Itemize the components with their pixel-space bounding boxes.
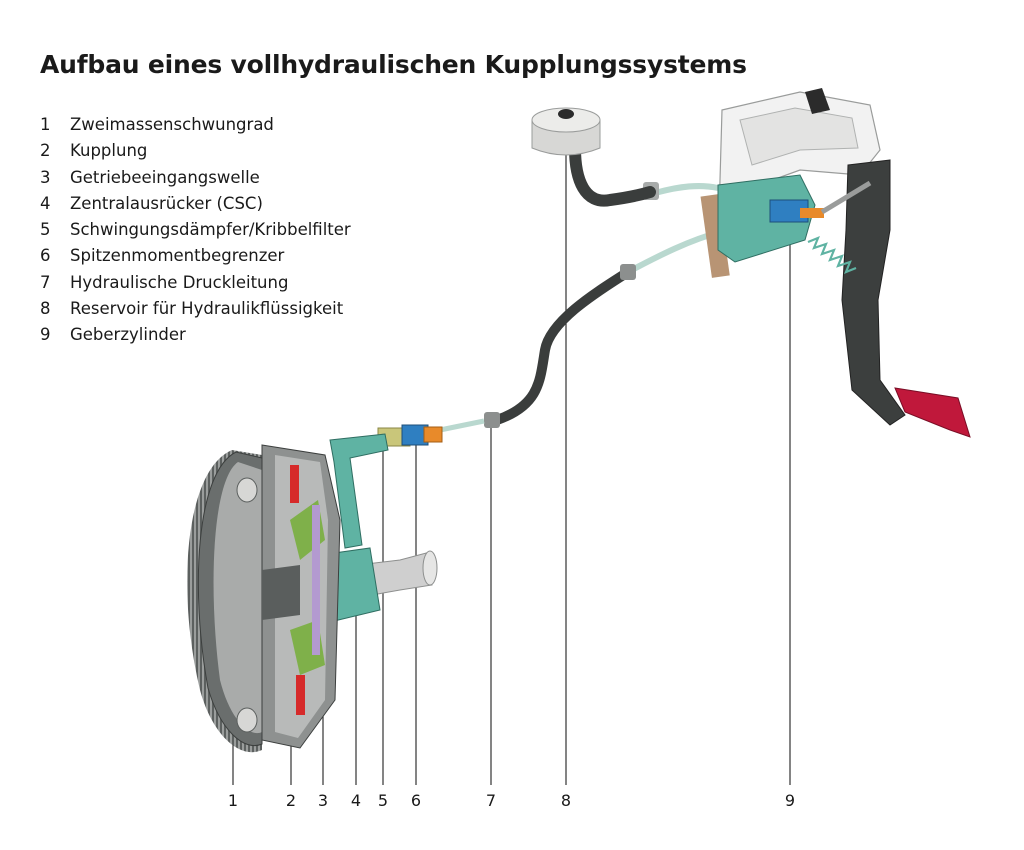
legend-number: 1 — [40, 115, 51, 134]
callout-number: 3 — [317, 791, 329, 810]
callout-number: 6 — [410, 791, 422, 810]
legend-number: 9 — [40, 325, 51, 345]
legend-item: 9 Geberzylinder — [40, 322, 351, 348]
pedal-bracket — [700, 88, 881, 278]
callout-number: 8 — [560, 791, 572, 810]
legend-item: 1 Zweimassenschwungrad — [40, 112, 351, 138]
legend-number: 7 — [40, 272, 51, 292]
supply-hose — [626, 229, 721, 275]
clutch-assembly — [261, 444, 341, 749]
legend-label: Hydraulische Druckleitung — [70, 272, 289, 292]
master-cylinder — [717, 174, 872, 263]
pedal-pad — [894, 387, 971, 438]
reservoir-hose — [569, 142, 656, 207]
legend-item: 3 Getriebeeingangswelle — [40, 165, 351, 191]
release-hose — [439, 418, 485, 433]
legend-label: Geberzylinder — [70, 325, 186, 345]
legend-item: 2 Kupplung — [40, 138, 351, 164]
callout-number: 9 — [784, 791, 796, 810]
legend-number: 6 — [40, 246, 51, 266]
legend-number: 3 — [40, 167, 51, 187]
legend-label: Kupplung — [70, 141, 148, 161]
legend-label: Zentralausrücker (CSC) — [70, 193, 263, 213]
damper-spring-upper — [290, 465, 299, 503]
hydraulic-pressure-line — [492, 267, 633, 425]
clutch-pedal — [841, 159, 906, 426]
callout-number: 2 — [285, 791, 297, 810]
callout-number: 1 — [227, 791, 239, 810]
legend-item: 8 Reservoir für Hydraulikflüssigkeit — [40, 296, 351, 322]
legend-label: Reservoir für Hydraulikflüssigkeit — [70, 299, 344, 319]
legend-number: 8 — [40, 299, 51, 319]
line-coupling-upper — [620, 264, 636, 280]
callout-number: 4 — [350, 791, 362, 810]
fluid-reservoir — [531, 107, 601, 156]
legend-item: 5 Schwingungsdämpfer/Kribbelfilter — [40, 217, 351, 243]
callout-number: 5 — [377, 791, 389, 810]
callout-number: 7 — [485, 791, 497, 810]
return-hose — [654, 182, 719, 196]
page-title: Aufbau eines vollhydraulischen Kupplungs… — [40, 50, 747, 79]
return-spring — [807, 236, 857, 274]
legend-label: Schwingungsdämpfer/Kribbelfilter — [70, 220, 351, 240]
damper-spring-lower — [296, 675, 305, 715]
legend-number: 2 — [40, 141, 51, 161]
legend-item: 6 Spitzenmomentbegrenzer — [40, 243, 351, 269]
legend-label: Getriebeeingangswelle — [70, 167, 260, 187]
legend-number: 4 — [40, 193, 51, 213]
legend-label: Zweimassenschwungrad — [70, 115, 274, 134]
damper-and-limiter — [377, 424, 443, 447]
line-coupling-lower — [484, 412, 500, 428]
dual-mass-flywheel — [187, 450, 263, 753]
legend-item: 4 Zentralausrücker (CSC) — [40, 191, 351, 217]
firewall-seal — [700, 194, 730, 278]
component-legend: 1 Zweimassenschwungrad 2 Kupplung 3 Getrieb… — [40, 112, 351, 349]
csc-release-arm — [329, 433, 389, 549]
legend-number: 5 — [40, 220, 51, 240]
legend-item: 7 Hydraulische Druckleitung — [40, 270, 351, 296]
legend-label: Spitzenmomentbegrenzer — [70, 246, 285, 266]
